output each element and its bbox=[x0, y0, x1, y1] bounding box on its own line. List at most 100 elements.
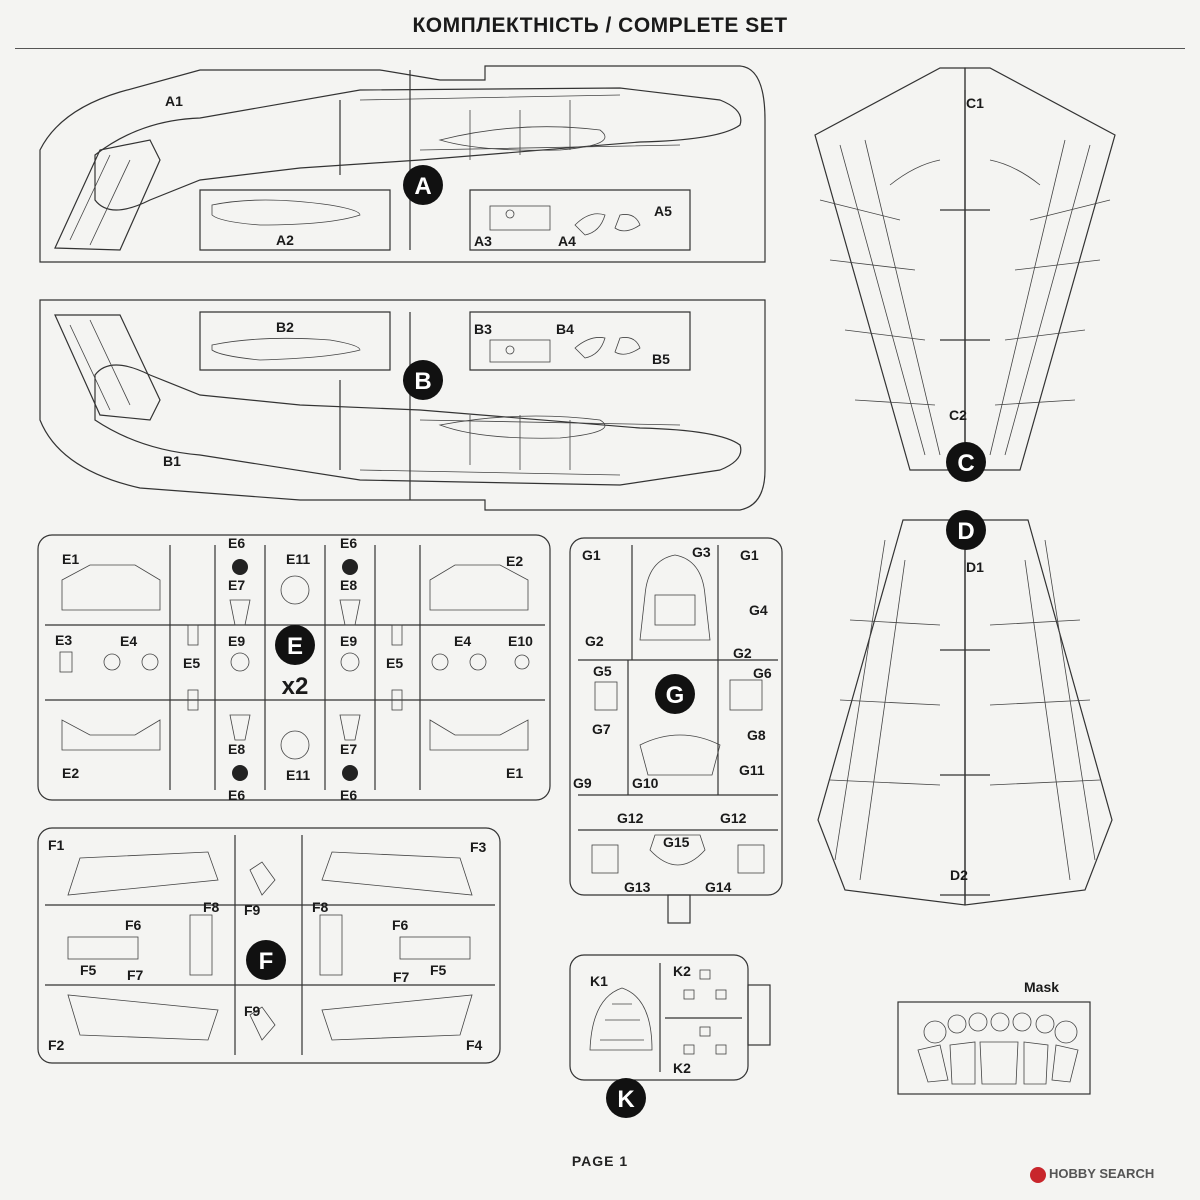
sprue-letter-b: B bbox=[414, 368, 431, 395]
sprue-badge-g: G bbox=[655, 674, 695, 714]
sprue-badge-a: A bbox=[403, 165, 443, 205]
part-label-a1: A1 bbox=[165, 93, 183, 109]
part-label-e11-top: E11 bbox=[286, 551, 310, 567]
sprue-letter-g: G bbox=[666, 682, 685, 709]
part-label-e1-bottom: E1 bbox=[506, 765, 523, 781]
part-label-g8: G8 bbox=[747, 727, 766, 743]
sprue-e: E1 E2 E3 E4 E5 E6 E7 E8 E9 E10 E11 E6 E9… bbox=[37, 534, 551, 803]
watermark-text: HOBBY SEARCH bbox=[1049, 1166, 1155, 1181]
sprue-f: F1 F2 F3 F4 F5 F5 F6 F6 F7 F7 F8 F8 F9 F… bbox=[37, 827, 501, 1064]
part-label-a3: A3 bbox=[474, 233, 492, 249]
part-label-e8-bottom: E8 bbox=[228, 741, 245, 757]
part-label-e2: E2 bbox=[506, 553, 523, 569]
part-label-e7-bottom: E7 bbox=[340, 741, 357, 757]
sprue-letter-c: C bbox=[957, 450, 974, 477]
hobby-search-logo-icon bbox=[1030, 1166, 1046, 1183]
part-label-f4: F4 bbox=[466, 1037, 483, 1053]
sprue-letter-e: E bbox=[287, 633, 303, 660]
part-label-b1: B1 bbox=[163, 453, 181, 469]
mask-label: Mask bbox=[1024, 979, 1059, 995]
part-label-g7: G7 bbox=[592, 721, 611, 737]
part-label-a5: A5 bbox=[654, 203, 672, 219]
sprue-badge-d: D bbox=[946, 510, 986, 550]
part-label-f3: F3 bbox=[470, 839, 487, 855]
part-label-g10: G10 bbox=[632, 775, 659, 791]
sprue-badge-k: K bbox=[606, 1078, 646, 1118]
part-label-g15: G15 bbox=[663, 834, 690, 850]
part-label-k2-top: K2 bbox=[673, 963, 691, 979]
part-label-f5-right: F5 bbox=[430, 962, 447, 978]
part-label-f9-bottom: F9 bbox=[244, 1003, 261, 1019]
sprue-a: A1 A2 A3 A4 A5 A bbox=[39, 65, 766, 263]
page-title: КОМПЛЕКТНІСТЬ / COMPLETE SET bbox=[412, 14, 788, 37]
part-label-e1: E1 bbox=[62, 551, 79, 567]
part-label-g1-left: G1 bbox=[582, 547, 601, 563]
part-label-e9-left: E9 bbox=[228, 633, 245, 649]
part-label-b5: B5 bbox=[652, 351, 670, 367]
part-label-e2-bottom: E2 bbox=[62, 765, 79, 781]
part-label-g2-right: G2 bbox=[733, 645, 752, 661]
sprue-badge-f: F bbox=[246, 940, 286, 980]
part-label-g12-right: G12 bbox=[720, 810, 747, 826]
part-label-g13: G13 bbox=[624, 879, 651, 895]
sprue-badge-b: B bbox=[403, 360, 443, 400]
part-label-g3: G3 bbox=[692, 544, 711, 560]
part-label-g1-right: G1 bbox=[740, 547, 759, 563]
part-label-e6-tr: E6 bbox=[340, 535, 357, 551]
part-label-e6-br: E6 bbox=[340, 787, 357, 803]
sprue-badge-e: E bbox=[275, 625, 315, 665]
sprue-letter-f: F bbox=[259, 948, 274, 975]
part-label-f9-top: F9 bbox=[244, 902, 261, 918]
part-label-f6-right: F6 bbox=[392, 917, 409, 933]
sprue-c: C1 C2 C bbox=[814, 67, 1116, 482]
watermark: HOBBY SEARCH bbox=[1030, 1166, 1154, 1183]
sprue-g: G1 G1 G2 G2 G3 G4 G5 G6 G7 G8 G9 G10 G11… bbox=[569, 537, 783, 924]
part-label-f7-left: F7 bbox=[127, 967, 144, 983]
part-label-e11-bottom: E11 bbox=[286, 767, 310, 783]
sprue-e-multiplier: x2 bbox=[282, 673, 309, 700]
part-label-c1: C1 bbox=[966, 95, 984, 111]
part-label-f6-left: F6 bbox=[125, 917, 142, 933]
part-label-g11: G11 bbox=[739, 762, 765, 778]
title-divider bbox=[15, 48, 1185, 49]
sprue-badge-c: C bbox=[946, 442, 986, 482]
part-label-c2: C2 bbox=[949, 407, 967, 423]
part-label-e5-right: E5 bbox=[386, 655, 403, 671]
part-label-g6: G6 bbox=[753, 665, 772, 681]
part-label-g12-left: G12 bbox=[617, 810, 644, 826]
part-label-g2-left: G2 bbox=[585, 633, 604, 649]
part-label-d2: D2 bbox=[950, 867, 968, 883]
part-label-b3: B3 bbox=[474, 321, 492, 337]
part-label-f1: F1 bbox=[48, 837, 65, 853]
part-label-e3: E3 bbox=[55, 632, 72, 648]
sprue-d: D1 D2 D bbox=[817, 510, 1113, 906]
part-label-f8-right: F8 bbox=[312, 899, 329, 915]
part-label-g5: G5 bbox=[593, 663, 612, 679]
sprue-letter-d: D bbox=[957, 518, 974, 545]
part-label-e6-bl: E6 bbox=[228, 787, 245, 803]
part-label-k2-bottom: K2 bbox=[673, 1060, 691, 1076]
part-label-e5-left: E5 bbox=[183, 655, 200, 671]
part-label-e8-top: E8 bbox=[340, 577, 357, 593]
sprue-k: K1 K2 K2 K bbox=[569, 954, 771, 1118]
part-label-e10: E10 bbox=[508, 633, 533, 649]
part-label-a2: A2 bbox=[276, 232, 294, 248]
sprue-b: B2 B3 B4 B5 B1 B bbox=[39, 299, 766, 511]
canopy-mask: Mask bbox=[897, 979, 1091, 1095]
part-label-e4-left: E4 bbox=[120, 633, 137, 649]
part-label-g14: G14 bbox=[705, 879, 732, 895]
part-label-e9-right: E9 bbox=[340, 633, 357, 649]
sprue-letter-k: K bbox=[617, 1086, 635, 1113]
page-number: PAGE 1 bbox=[571, 1153, 629, 1169]
part-label-g9: G9 bbox=[573, 775, 592, 791]
part-label-d1: D1 bbox=[966, 559, 984, 575]
sprue-letter-a: A bbox=[414, 173, 431, 200]
part-label-e6-tl: E6 bbox=[228, 535, 245, 551]
part-label-g4: G4 bbox=[749, 602, 768, 618]
part-label-f2: F2 bbox=[48, 1037, 65, 1053]
part-label-k1: K1 bbox=[590, 973, 608, 989]
part-label-b2: B2 bbox=[276, 319, 294, 335]
part-label-f8-left: F8 bbox=[203, 899, 220, 915]
part-label-e7-top: E7 bbox=[228, 577, 245, 593]
